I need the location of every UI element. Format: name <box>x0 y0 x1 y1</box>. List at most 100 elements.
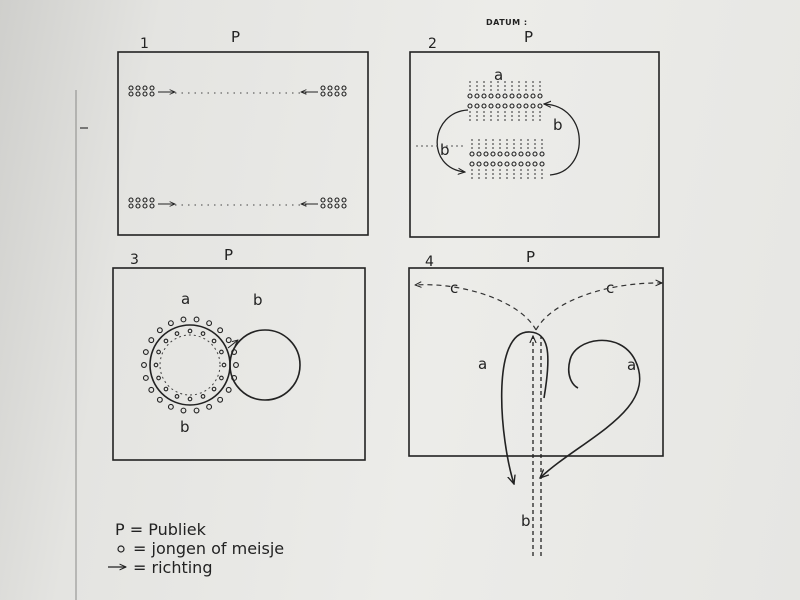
panel-3-label-a: a <box>181 290 191 308</box>
dancer-mark <box>200 331 206 336</box>
panel-4-label-a-left: a <box>478 355 488 373</box>
dancer-mark <box>156 327 163 334</box>
dancer-mark <box>142 197 148 203</box>
panel-3-number: 3 <box>130 252 139 268</box>
dancer-mark <box>495 93 501 99</box>
panel-1-audience: P <box>231 28 241 46</box>
panel-4-number: 4 <box>425 254 434 270</box>
panel-3-label-b-bottom: b <box>180 418 190 436</box>
panel-2-number: 2 <box>428 36 437 52</box>
dancer-mark <box>327 203 333 209</box>
panel-2-audience: P <box>524 28 534 46</box>
dancer-mark <box>341 203 347 209</box>
panel-2-blocks <box>467 81 545 179</box>
dancer-mark <box>128 85 134 91</box>
dancer-mark <box>516 103 522 109</box>
dancer-mark <box>539 151 545 157</box>
dancer-mark <box>488 103 494 109</box>
dancer-mark <box>174 331 180 336</box>
dancer-mark <box>483 161 489 167</box>
dancer-mark <box>135 85 141 91</box>
dancer-mark <box>180 407 187 414</box>
legend-text: = Publiek <box>129 520 206 539</box>
dancer-mark <box>476 161 482 167</box>
dancer-mark <box>167 320 174 327</box>
panel-2-frame <box>409 51 660 238</box>
dancer-mark <box>206 320 213 327</box>
dancer-mark <box>142 349 149 355</box>
panel-3-outer-circle <box>149 324 231 406</box>
dancer-mark <box>518 151 524 157</box>
dancer-mark <box>200 394 206 399</box>
dancer-mark <box>469 151 475 157</box>
dancer-mark <box>537 103 543 109</box>
dancer-mark <box>153 362 159 368</box>
dancer-mark <box>490 151 496 157</box>
panel-2-label-b-right: b <box>553 116 563 134</box>
dancer-mark <box>135 91 141 97</box>
dancer-mark <box>497 161 503 167</box>
dancer-mark <box>156 396 163 403</box>
panel-3-inner-path <box>159 334 221 396</box>
dancer-mark <box>219 349 224 355</box>
dancer-mark <box>509 93 515 99</box>
dancer-mark <box>523 93 529 99</box>
dancer-mark <box>148 337 155 344</box>
panel-4-path-c-right <box>535 283 662 331</box>
dancer-mark <box>211 338 217 344</box>
dancer-mark <box>474 93 480 99</box>
dancer-mark <box>174 394 180 399</box>
dancer-mark <box>142 91 148 97</box>
dancer-mark <box>233 362 239 368</box>
legend-symbol: P <box>115 520 125 539</box>
dancer-mark <box>502 93 508 99</box>
dancer-mark <box>495 103 501 109</box>
dancer-mark <box>187 396 193 402</box>
dancer-mark <box>128 197 134 203</box>
dancer-mark <box>327 91 333 97</box>
dancer-mark <box>525 151 531 157</box>
panel-4-path-a-right <box>540 339 641 478</box>
dancer-mark <box>320 91 326 97</box>
dancer-mark <box>193 407 200 414</box>
dancer-mark <box>341 85 347 91</box>
dancer-mark <box>231 349 238 355</box>
panel-4-audience: P <box>526 248 536 266</box>
panel-4-frame <box>408 267 664 457</box>
dancer-mark <box>231 375 238 381</box>
dancer-mark <box>476 151 482 157</box>
legend-text: = jongen of meisje <box>133 539 285 558</box>
dancer-mark <box>530 93 536 99</box>
dancer-mark <box>488 93 494 99</box>
panel-4-label-c-left: c <box>450 279 459 297</box>
dancer-mark <box>334 197 340 203</box>
dancer-mark <box>481 93 487 99</box>
panel-1-rows <box>128 85 347 209</box>
dancer-mark <box>149 85 155 91</box>
panel-3-audience: P <box>224 246 234 264</box>
panel-1-frame <box>117 51 369 236</box>
legend-dancer-symbol <box>117 545 125 553</box>
dancer-mark <box>334 203 340 209</box>
legend-text: = richting <box>133 558 213 577</box>
dancer-mark <box>341 91 347 97</box>
dancer-mark <box>504 151 510 157</box>
dancer-mark <box>320 85 326 91</box>
dancer-mark <box>180 316 187 323</box>
dancer-mark <box>149 197 155 203</box>
dancer-mark <box>320 203 326 209</box>
panel-3-circle-b <box>229 329 301 401</box>
dancer-mark <box>334 91 340 97</box>
panel-3-dancers <box>141 316 239 414</box>
dancer-mark <box>334 85 340 91</box>
dancer-mark <box>135 197 141 203</box>
dancer-mark <box>142 203 148 209</box>
dancer-mark <box>187 328 193 334</box>
dancer-mark <box>141 362 147 368</box>
panel-2-curve-left <box>436 109 469 172</box>
dancer-mark <box>193 316 200 323</box>
panel-1-number: 1 <box>140 36 149 52</box>
legend-item-richting: = richting <box>115 558 284 577</box>
dancer-mark <box>539 161 545 167</box>
